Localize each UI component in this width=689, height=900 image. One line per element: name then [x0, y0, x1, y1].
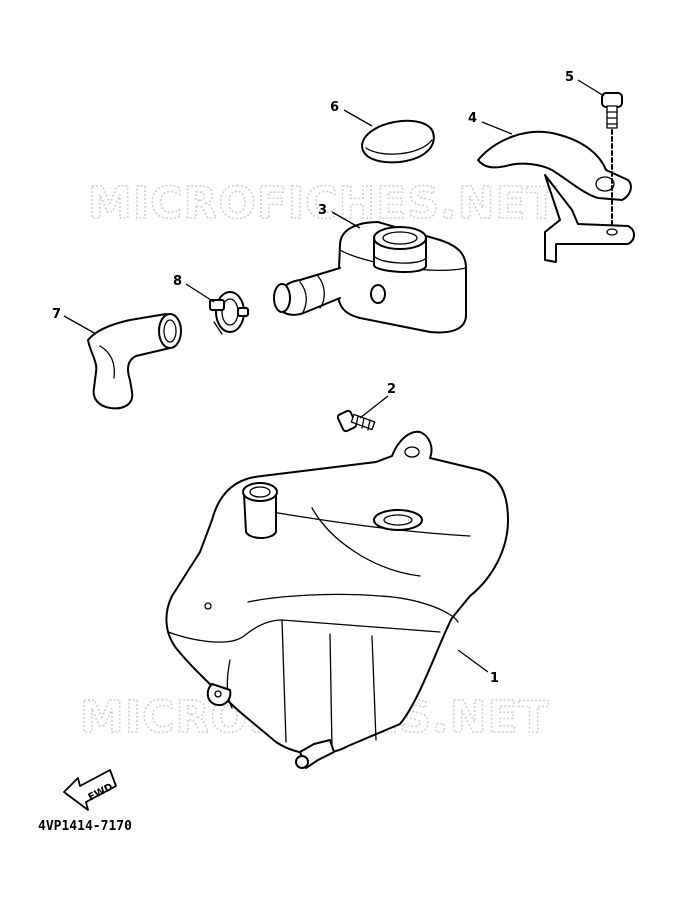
callout-6: 6 — [330, 100, 339, 115]
leader-5 — [577, 79, 605, 97]
part-5-bolt — [601, 92, 623, 227]
leader-2 — [359, 395, 389, 419]
watermark-top: MICROFICHES.NET — [88, 178, 558, 229]
fwd-arrow-icon: FWD — [63, 769, 117, 811]
leader-3 — [331, 211, 361, 229]
callout-1: 1 — [490, 671, 499, 686]
leader-8 — [185, 283, 215, 303]
leader-4 — [481, 121, 513, 135]
part-7-hose — [87, 313, 182, 410]
leader-lines — [63, 79, 605, 673]
leader-6 — [343, 109, 373, 127]
callout-2: 2 — [387, 382, 396, 397]
callout-8: 8 — [173, 274, 182, 289]
part-1-tank — [165, 430, 509, 769]
part-2-bolt — [336, 409, 376, 433]
part-4-bracket — [477, 130, 635, 263]
leader-1 — [457, 649, 489, 673]
callout-4: 4 — [468, 111, 477, 126]
leader-7 — [63, 315, 97, 335]
callout-5: 5 — [565, 70, 574, 85]
reference-code: 4VP1414-7170 — [38, 819, 132, 834]
part-3-reservoir — [273, 221, 467, 334]
part-6-cap — [361, 119, 435, 164]
callout-7: 7 — [52, 307, 61, 322]
callout-3: 3 — [318, 203, 327, 218]
part-8-clamp — [209, 291, 249, 335]
